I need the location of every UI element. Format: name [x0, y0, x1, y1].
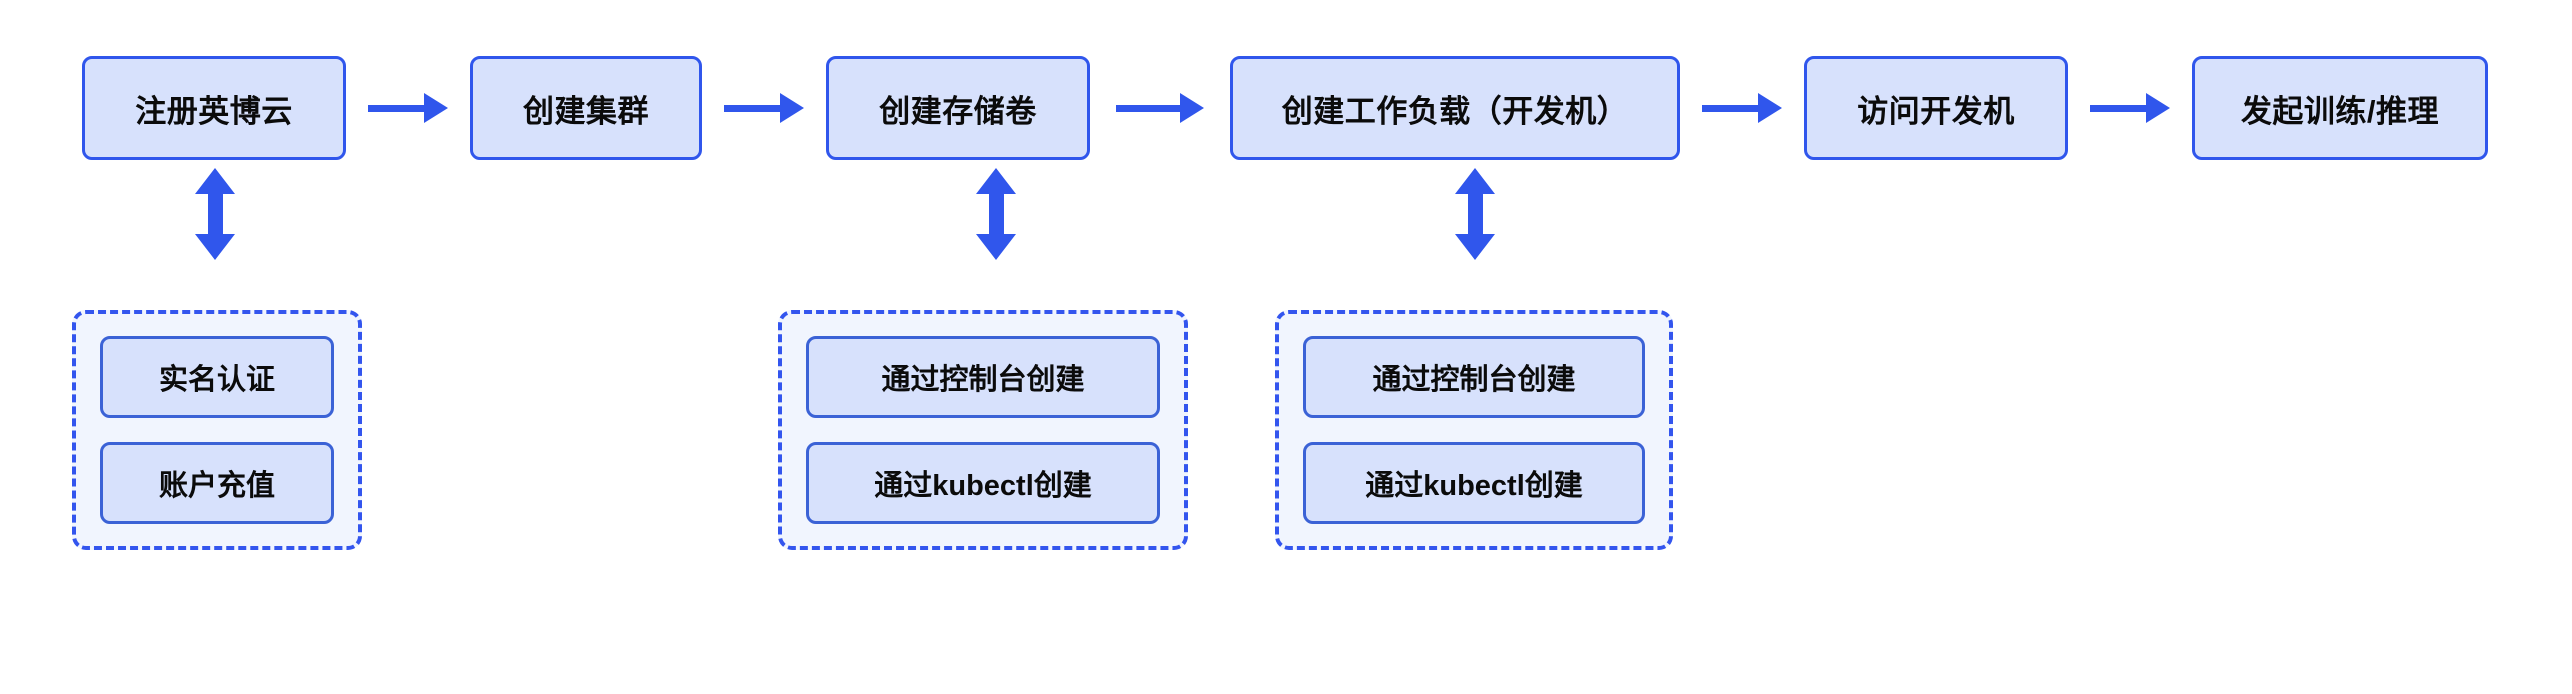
flow-step-row: 注册英博云 创建集群 创建存储卷 创建工作负载（开发机） 访问开发机: [0, 48, 2572, 168]
group-item-label: 实名认证: [158, 364, 275, 396]
step-box-register[interactable]: 注册英博云: [82, 56, 346, 160]
group-item-create-via-kubectl[interactable]: 通过kubectl创建: [1303, 442, 1645, 524]
step-box-create-workload[interactable]: 创建工作负载（开发机）: [1230, 56, 1680, 160]
step-label: 创建工作负载（开发机）: [1281, 93, 1629, 129]
group-item-create-via-console[interactable]: 通过控制台创建: [806, 336, 1160, 418]
group-item-label: 通过kubectl创建: [874, 470, 1092, 502]
step-label: 创建集群: [523, 93, 649, 129]
step-label: 注册英博云: [135, 93, 293, 129]
step-box-access-devmachine[interactable]: 访问开发机: [1804, 56, 2068, 160]
arrow-right-icon: [2090, 93, 2170, 123]
group-item-create-via-kubectl[interactable]: 通过kubectl创建: [806, 442, 1160, 524]
step-box-create-cluster[interactable]: 创建集群: [470, 56, 702, 160]
arrow-right-icon: [1116, 93, 1204, 123]
group-item-label: 通过控制台创建: [1372, 364, 1576, 396]
group-workload: 通过控制台创建 通过kubectl创建: [1275, 310, 1673, 550]
group-item-create-via-console[interactable]: 通过控制台创建: [1303, 336, 1645, 418]
arrow-right-icon: [368, 93, 448, 123]
arrow-right-icon: [1702, 93, 1782, 123]
group-item-realname-auth[interactable]: 实名认证: [100, 336, 334, 418]
group-volume: 通过控制台创建 通过kubectl创建: [778, 310, 1188, 550]
step-label: 访问开发机: [1857, 93, 2015, 129]
arrow-up-down-icon-register: [195, 168, 235, 260]
step-box-start-training[interactable]: 发起训练/推理: [2192, 56, 2488, 160]
arrow-right-icon: [724, 93, 804, 123]
step-label: 创建存储卷: [879, 93, 1037, 129]
group-item-label: 通过控制台创建: [881, 364, 1085, 396]
step-box-create-volume[interactable]: 创建存储卷: [826, 56, 1090, 160]
arrow-up-down-icon-workload: [1455, 168, 1495, 260]
group-register: 实名认证 账户充值: [72, 310, 362, 550]
group-item-account-recharge[interactable]: 账户充值: [100, 442, 334, 524]
group-item-label: 账户充值: [158, 470, 275, 502]
group-item-label: 通过kubectl创建: [1365, 470, 1583, 502]
step-label: 发起训练/推理: [2240, 93, 2440, 129]
arrow-up-down-icon-volume: [976, 168, 1016, 260]
